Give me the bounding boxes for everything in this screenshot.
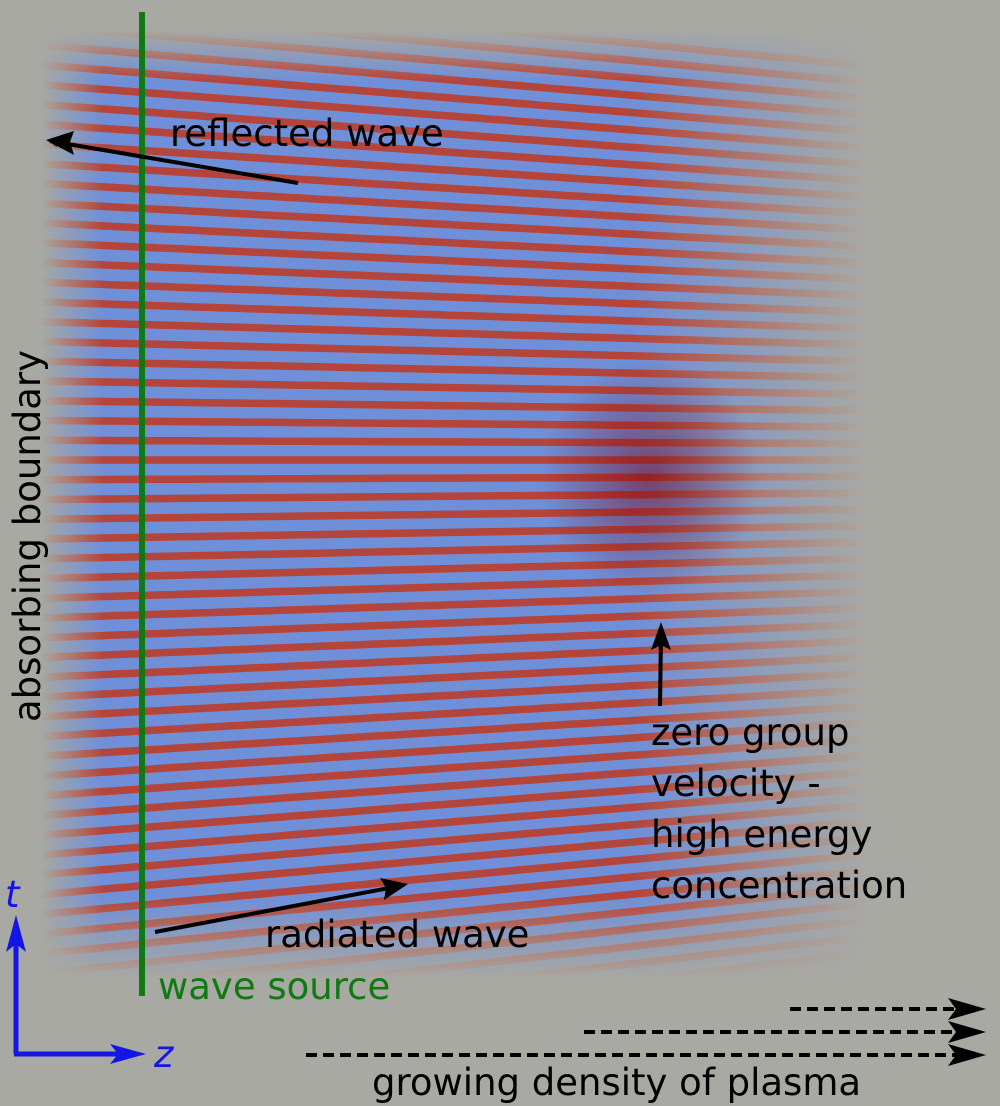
- t-axis-label: t: [5, 873, 21, 916]
- wave-crest-stripe: [36, 762, 944, 840]
- wave-crest-stripe: [36, 179, 944, 238]
- wave-crest-stripe: [36, 907, 944, 1018]
- wave-crest-stripe: [36, 585, 944, 622]
- growing-density-label: growing density of plasma: [372, 1061, 861, 1104]
- wave-crest-stripe: [36, 1, 944, 93]
- wave-crest-stripe: [36, 859, 944, 958]
- wave-crest-stripe: [36, 891, 944, 998]
- wave-crest-stripe: [36, 258, 944, 303]
- density-arrowhead-2: [948, 1021, 986, 1043]
- wave-crest-stripe: [36, 972, 944, 1097]
- wave-crest-stripe: [36, 159, 944, 222]
- wave-crest-stripe: [36, 956, 944, 1077]
- wave-crest-stripe: [36, 21, 944, 109]
- reflected-wave-label: reflected wave: [170, 112, 444, 155]
- wave-crest-stripe: [36, 746, 944, 820]
- wave-crest-stripe: [36, 536, 944, 563]
- wave-crest-stripe: [36, 633, 944, 682]
- wave-crest-stripe: [36, 488, 944, 504]
- wave-crest-stripe: [36, 80, 944, 158]
- wave-crest-stripe: [36, 199, 944, 255]
- t-axis-arrowhead: [6, 915, 26, 952]
- zero-group-label-line4: concentration: [651, 864, 907, 907]
- wave-crest-stripe: [36, 923, 944, 1037]
- wave-crest-stripe: [36, 219, 944, 271]
- wave-crest-stripe: [36, 875, 944, 978]
- wave-crest-stripe: [36, 682, 944, 741]
- z-axis-label: z: [153, 1033, 175, 1076]
- wave-crest-stripe: [36, 238, 944, 287]
- wave-crest-stripe: [36, 504, 944, 524]
- z-axis-arrowhead: [110, 1044, 146, 1064]
- wave-crest-stripe: [36, 794, 944, 879]
- wave-crest-stripe: [36, 520, 944, 543]
- wave-crest-stripe: [36, 41, 944, 126]
- wave-crest-stripe: [36, 778, 944, 859]
- wave-crest-stripe: [148, 0, 944, 77]
- wave-crest-stripe: [36, 416, 944, 432]
- wave-crest-stripe: [36, 396, 944, 416]
- density-arrowhead-3: [948, 1044, 986, 1066]
- wave-source-label: wave source: [158, 965, 390, 1008]
- wave-crest-stripe: [36, 120, 944, 190]
- wave-crest-stripe: [36, 140, 944, 206]
- wave-crest-stripe: [36, 472, 944, 484]
- wave-crest-stripe: [36, 317, 944, 351]
- wave-crest-stripe: [36, 714, 944, 780]
- wave-crest-stripe: [36, 649, 944, 701]
- wave-crest-stripe: [36, 298, 944, 335]
- wave-crest-stripe: [36, 436, 944, 448]
- wave-crest-stripe: [57, 988, 944, 1106]
- reflected-wave-arrowhead: [46, 131, 74, 155]
- zero-group-label-line1: zero group: [651, 711, 849, 754]
- wave-crest-stripe: [36, 698, 944, 761]
- wave-crest-stripe: [36, 811, 944, 899]
- radiated-wave-arrowhead: [380, 878, 408, 900]
- wave-crest-stripe: [36, 617, 944, 662]
- wave-crest-stripe: [36, 601, 944, 642]
- zero-group-arrow: [658, 633, 663, 707]
- energy-concentration-spot: [540, 358, 760, 598]
- wave-crest-stripe: [36, 337, 944, 367]
- wave-crest-stripe: [36, 357, 944, 384]
- density-arrowhead-1: [948, 998, 986, 1020]
- absorbing-boundary-label: absorbing boundary: [6, 350, 49, 722]
- wave-field-outer: [36, 0, 944, 1106]
- reflected-wave-arrow: [48, 137, 299, 185]
- zero-group-label-line2: velocity -: [651, 762, 821, 805]
- wave-crest-stripe: [36, 61, 944, 142]
- wave-crest-stripe: [36, 100, 944, 174]
- wave-crest-stripe: [36, 940, 944, 1057]
- zero-group-arrowhead: [651, 622, 671, 650]
- wave-crest-stripe: [36, 377, 944, 400]
- wave-crest-stripe: [36, 730, 944, 800]
- wave-crest-stripe: [36, 569, 944, 603]
- wave-field: [36, 0, 944, 1106]
- wave-crest-stripe: [36, 665, 944, 721]
- wave-crest-stripe: [36, 553, 944, 583]
- wave-crest-stripe: [36, 827, 944, 919]
- zero-group-label-line3: high energy: [651, 813, 872, 856]
- wave-crest-stripe: [36, 843, 944, 939]
- wave-crest-stripe: [36, 278, 944, 319]
- radiated-wave-label: radiated wave: [265, 913, 529, 956]
- radiated-wave-arrow: [154, 884, 401, 934]
